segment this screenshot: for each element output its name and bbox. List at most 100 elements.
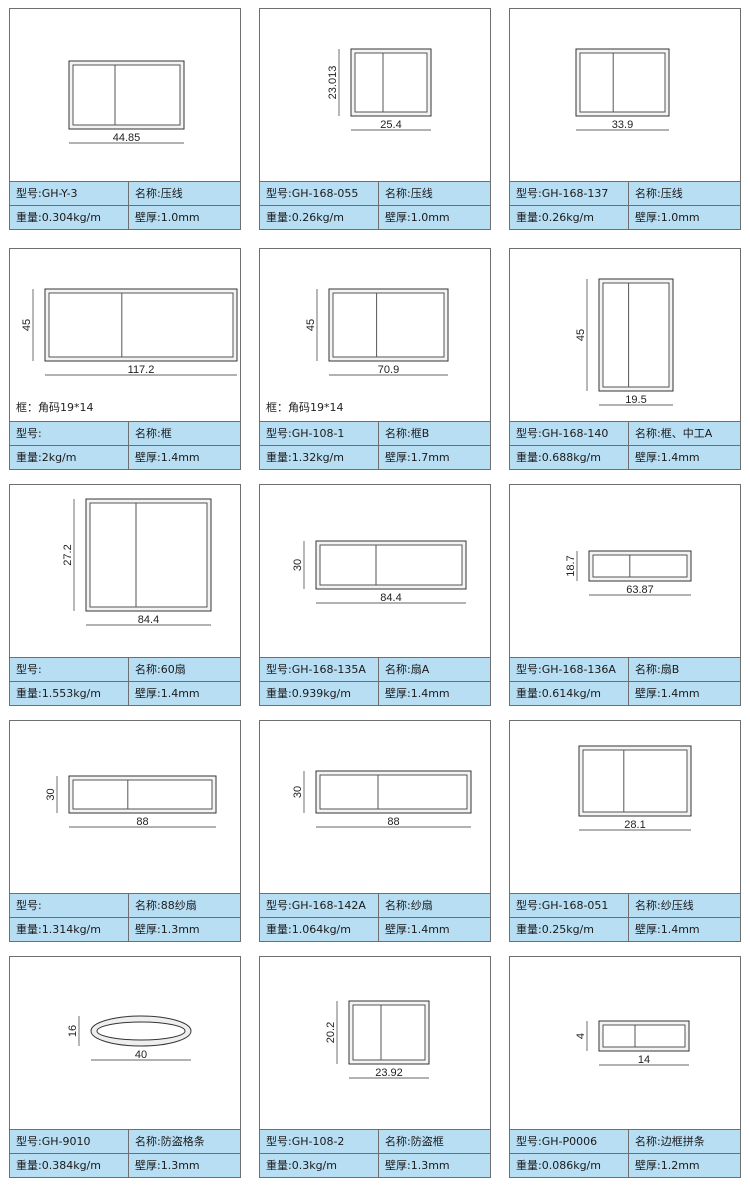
thickness-cell: 壁厚:1.0mm [635, 211, 700, 224]
profile-drawing: 25.423.013 [327, 48, 432, 131]
width-dimension: 33.9 [576, 119, 669, 131]
spec-row: 型号: 名称:框 [10, 422, 240, 445]
spec-row: 型号:GH-168-135A 名称:扇A [260, 658, 490, 681]
spec-row: 型号:名称:88纱扇 [10, 894, 240, 917]
model-cell: 型号:GH-168-135A [260, 658, 379, 681]
thickness-cell: 壁厚:1.0mm [135, 211, 200, 224]
width-dimension: 117.2 [45, 364, 237, 376]
name-cell: 名称:边框拼条 [635, 1135, 705, 1148]
weight-cell: 重量:0.939kg/m [260, 682, 379, 705]
thickness-cell: 壁厚:1.4mm [635, 923, 700, 936]
weight-cell: 重量:0.26kg/m [260, 206, 379, 229]
profile-drawing: 28.1 [578, 745, 692, 831]
profile-drawing: 84.4 27.2 [62, 498, 212, 626]
dimension-height-label: 30 [292, 786, 304, 798]
note-text: 框：角码19*14 [266, 401, 344, 414]
height-dimension: 16 [67, 1016, 80, 1046]
width-dimension: 88 [316, 816, 471, 828]
weight-cell: 重量:1.064kg/m [260, 918, 379, 941]
profile-drawing: 33.9 [575, 48, 670, 131]
model-cell: 型号: [10, 658, 129, 681]
model-cell: 型号:GH-Y-3 [10, 182, 129, 205]
spec-row: 型号:GH-P0006 名称:边框拼条 [510, 1130, 740, 1153]
weight-cell: 重量:0.688kg/m [510, 446, 629, 469]
width-dimension: 84.4 [86, 614, 211, 626]
thickness-cell: 壁厚:1.0mm [385, 211, 450, 224]
model-cell: 型号:GH-168-142A [260, 894, 379, 917]
height-dimension: 27.2 [62, 499, 75, 611]
thickness-cell: 壁厚:1.4mm [135, 451, 200, 464]
spec-row: 型号:名称:60扇 [10, 658, 240, 681]
thickness-cell: 壁厚:1.4mm [385, 923, 450, 936]
weight-cell: 重量:0.26kg/m [510, 206, 629, 229]
dimension-width-label: 44.85 [113, 132, 141, 144]
width-dimension: 40 [91, 1049, 191, 1061]
dimension-width-label: 88 [136, 816, 148, 828]
name-cell: 名称:框、中工A [635, 427, 713, 440]
weight-cell: 重量:0.086kg/m [510, 1154, 629, 1177]
model-cell: 型号:GH-108-1 [260, 422, 379, 445]
model-cell: 型号: [10, 422, 129, 445]
spec-row: 重量:0.26kg/m 壁厚:1.0mm [260, 205, 490, 229]
weight-cell: 重量:2kg/m [10, 446, 129, 469]
dimension-width-label: 88 [387, 816, 399, 828]
dimension-height-label: 16 [67, 1025, 79, 1037]
weight-cell: 重量:1.314kg/m [10, 918, 129, 941]
dimension-height-label: 45 [575, 329, 587, 341]
name-cell: 名称:框 [135, 427, 172, 440]
dimension-width-label: 28.1 [624, 819, 645, 831]
thickness-cell: 壁厚:1.3mm [385, 1159, 450, 1172]
spec-row: 重量:1.064kg/m 壁厚:1.4mm [260, 917, 490, 941]
profile-drawing: 19.5 45 [575, 278, 674, 406]
width-dimension: 23.92 [349, 1067, 429, 1079]
spec-row: 重量:0.688kg/m 壁厚:1.4mm [510, 445, 740, 469]
weight-cell: 重量:0.384kg/m [10, 1154, 129, 1177]
model-cell: 型号:GH-9010 [10, 1130, 129, 1153]
note-text: 框：角码19*14 [16, 401, 94, 414]
spec-table: 型号: 名称:框 重量:2kg/m 壁厚:1.4mm [10, 421, 240, 469]
height-dimension: 18.7 [565, 551, 578, 581]
spec-row: 重量:0.26kg/m 壁厚:1.0mm [510, 205, 740, 229]
name-cell: 名称:88纱扇 [135, 899, 197, 912]
name-cell: 名称:压线 [385, 187, 433, 200]
dimension-width-label: 25.4 [380, 119, 401, 131]
weight-cell: 重量:1.553kg/m [10, 682, 129, 705]
name-cell: 名称:扇A [385, 663, 430, 676]
height-dimension: 45 [305, 289, 318, 361]
weight-cell: 重量:0.614kg/m [510, 682, 629, 705]
thickness-cell: 壁厚:1.4mm [635, 451, 700, 464]
name-cell: 名称:压线 [135, 187, 183, 200]
height-dimension: 30 [292, 541, 305, 589]
dimension-width-label: 19.5 [625, 394, 646, 406]
model-cell: 型号:GH-P0006 [510, 1130, 629, 1153]
